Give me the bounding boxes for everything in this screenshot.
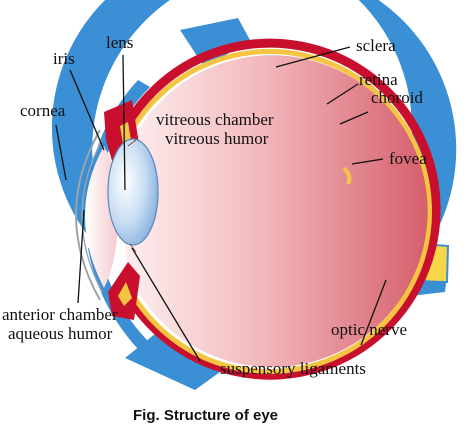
choroid-layer	[110, 38, 441, 380]
label-vitreous-humor: vitreous humor	[165, 129, 269, 148]
vitreous-body	[123, 55, 428, 368]
lens	[107, 138, 159, 246]
label-choroid: choroid	[371, 88, 423, 107]
label-suspensory-ligaments: suspensory ligaments	[220, 359, 366, 378]
label-optic-nerve: optic nerve	[331, 320, 407, 339]
label-iris: iris	[53, 49, 75, 68]
label-fovea: fovea	[389, 149, 427, 168]
label-lens: lens	[106, 33, 133, 52]
leader-lines	[55, 46, 387, 362]
ligament-lines	[127, 139, 137, 253]
label-sclera: sclera	[356, 36, 396, 55]
label-vitreous-chamber: vitreous chamber	[156, 110, 274, 129]
cornea	[75, 129, 101, 301]
fovea-mark	[342, 166, 352, 185]
label-retina: retina	[359, 70, 398, 89]
figure-caption: Fig. Structure of eye	[133, 407, 278, 424]
retina-layer	[118, 49, 432, 374]
label-cornea: cornea	[20, 101, 66, 120]
label-anterior-chamber: anterior chamber	[2, 305, 118, 324]
cornea-inner	[81, 139, 103, 293]
label-aqueous-humor: aqueous humor	[8, 324, 113, 343]
